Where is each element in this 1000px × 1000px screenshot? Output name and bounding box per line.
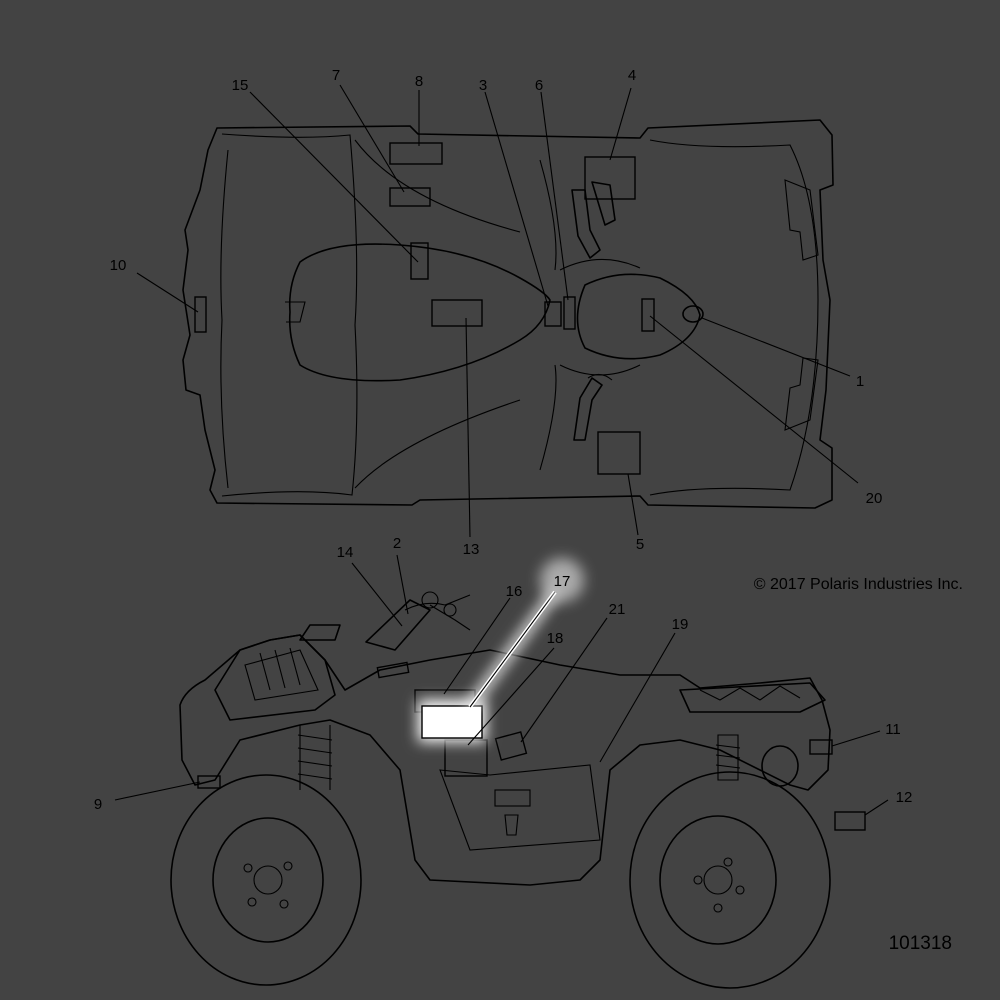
callout-19[interactable]: 19 — [672, 616, 689, 633]
callout-16[interactable]: 16 — [506, 583, 523, 600]
decal-14 — [376, 661, 410, 679]
callout-6[interactable]: 6 — [535, 77, 543, 94]
callout-17[interactable]: 17 — [554, 573, 571, 590]
copyright-notice: © 2017 Polaris Industries Inc. — [754, 576, 963, 593]
callout-9[interactable]: 9 — [94, 796, 102, 813]
callout-17-glow — [540, 558, 584, 602]
callout-5[interactable]: 5 — [636, 536, 644, 553]
callout-labels: 15 7 8 3 6 4 10 1 20 13 5 14 2 16 17 18 … — [94, 67, 913, 813]
atv-top-view — [182, 119, 834, 509]
callout-10[interactable]: 10 — [110, 257, 127, 274]
atv-side-view — [170, 591, 866, 989]
callout-2[interactable]: 2 — [393, 535, 401, 552]
callout-3[interactable]: 3 — [479, 77, 487, 94]
leader-lines — [114, 84, 889, 816]
drawing-number: 101318 — [889, 933, 952, 954]
callout-4[interactable]: 4 — [628, 67, 636, 84]
decal-10 — [194, 296, 207, 333]
callout-12[interactable]: 12 — [896, 789, 913, 806]
callout-20[interactable]: 20 — [866, 490, 883, 507]
callout-13[interactable]: 13 — [463, 541, 480, 558]
decal-13 — [431, 299, 483, 327]
decal-5 — [597, 431, 641, 475]
callout-21[interactable]: 21 — [609, 601, 626, 618]
decal-6 — [563, 296, 576, 330]
decal-20 — [641, 298, 655, 332]
decal-15 — [410, 242, 429, 280]
decal-17[interactable] — [421, 705, 483, 739]
callout-8[interactable]: 8 — [415, 73, 423, 90]
callout-18[interactable]: 18 — [547, 630, 564, 647]
decal-4 — [584, 156, 636, 200]
decal-21 — [494, 731, 528, 761]
callout-14[interactable]: 14 — [337, 544, 354, 561]
callout-7[interactable]: 7 — [332, 67, 340, 84]
callout-1[interactable]: 1 — [856, 373, 864, 390]
decal-8 — [389, 142, 443, 165]
decal-12 — [834, 811, 866, 831]
decal-7 — [389, 187, 431, 207]
callout-15[interactable]: 15 — [232, 77, 249, 94]
decal-3 — [544, 301, 562, 327]
callout-11[interactable]: 11 — [885, 721, 901, 738]
decal-11 — [809, 739, 833, 755]
